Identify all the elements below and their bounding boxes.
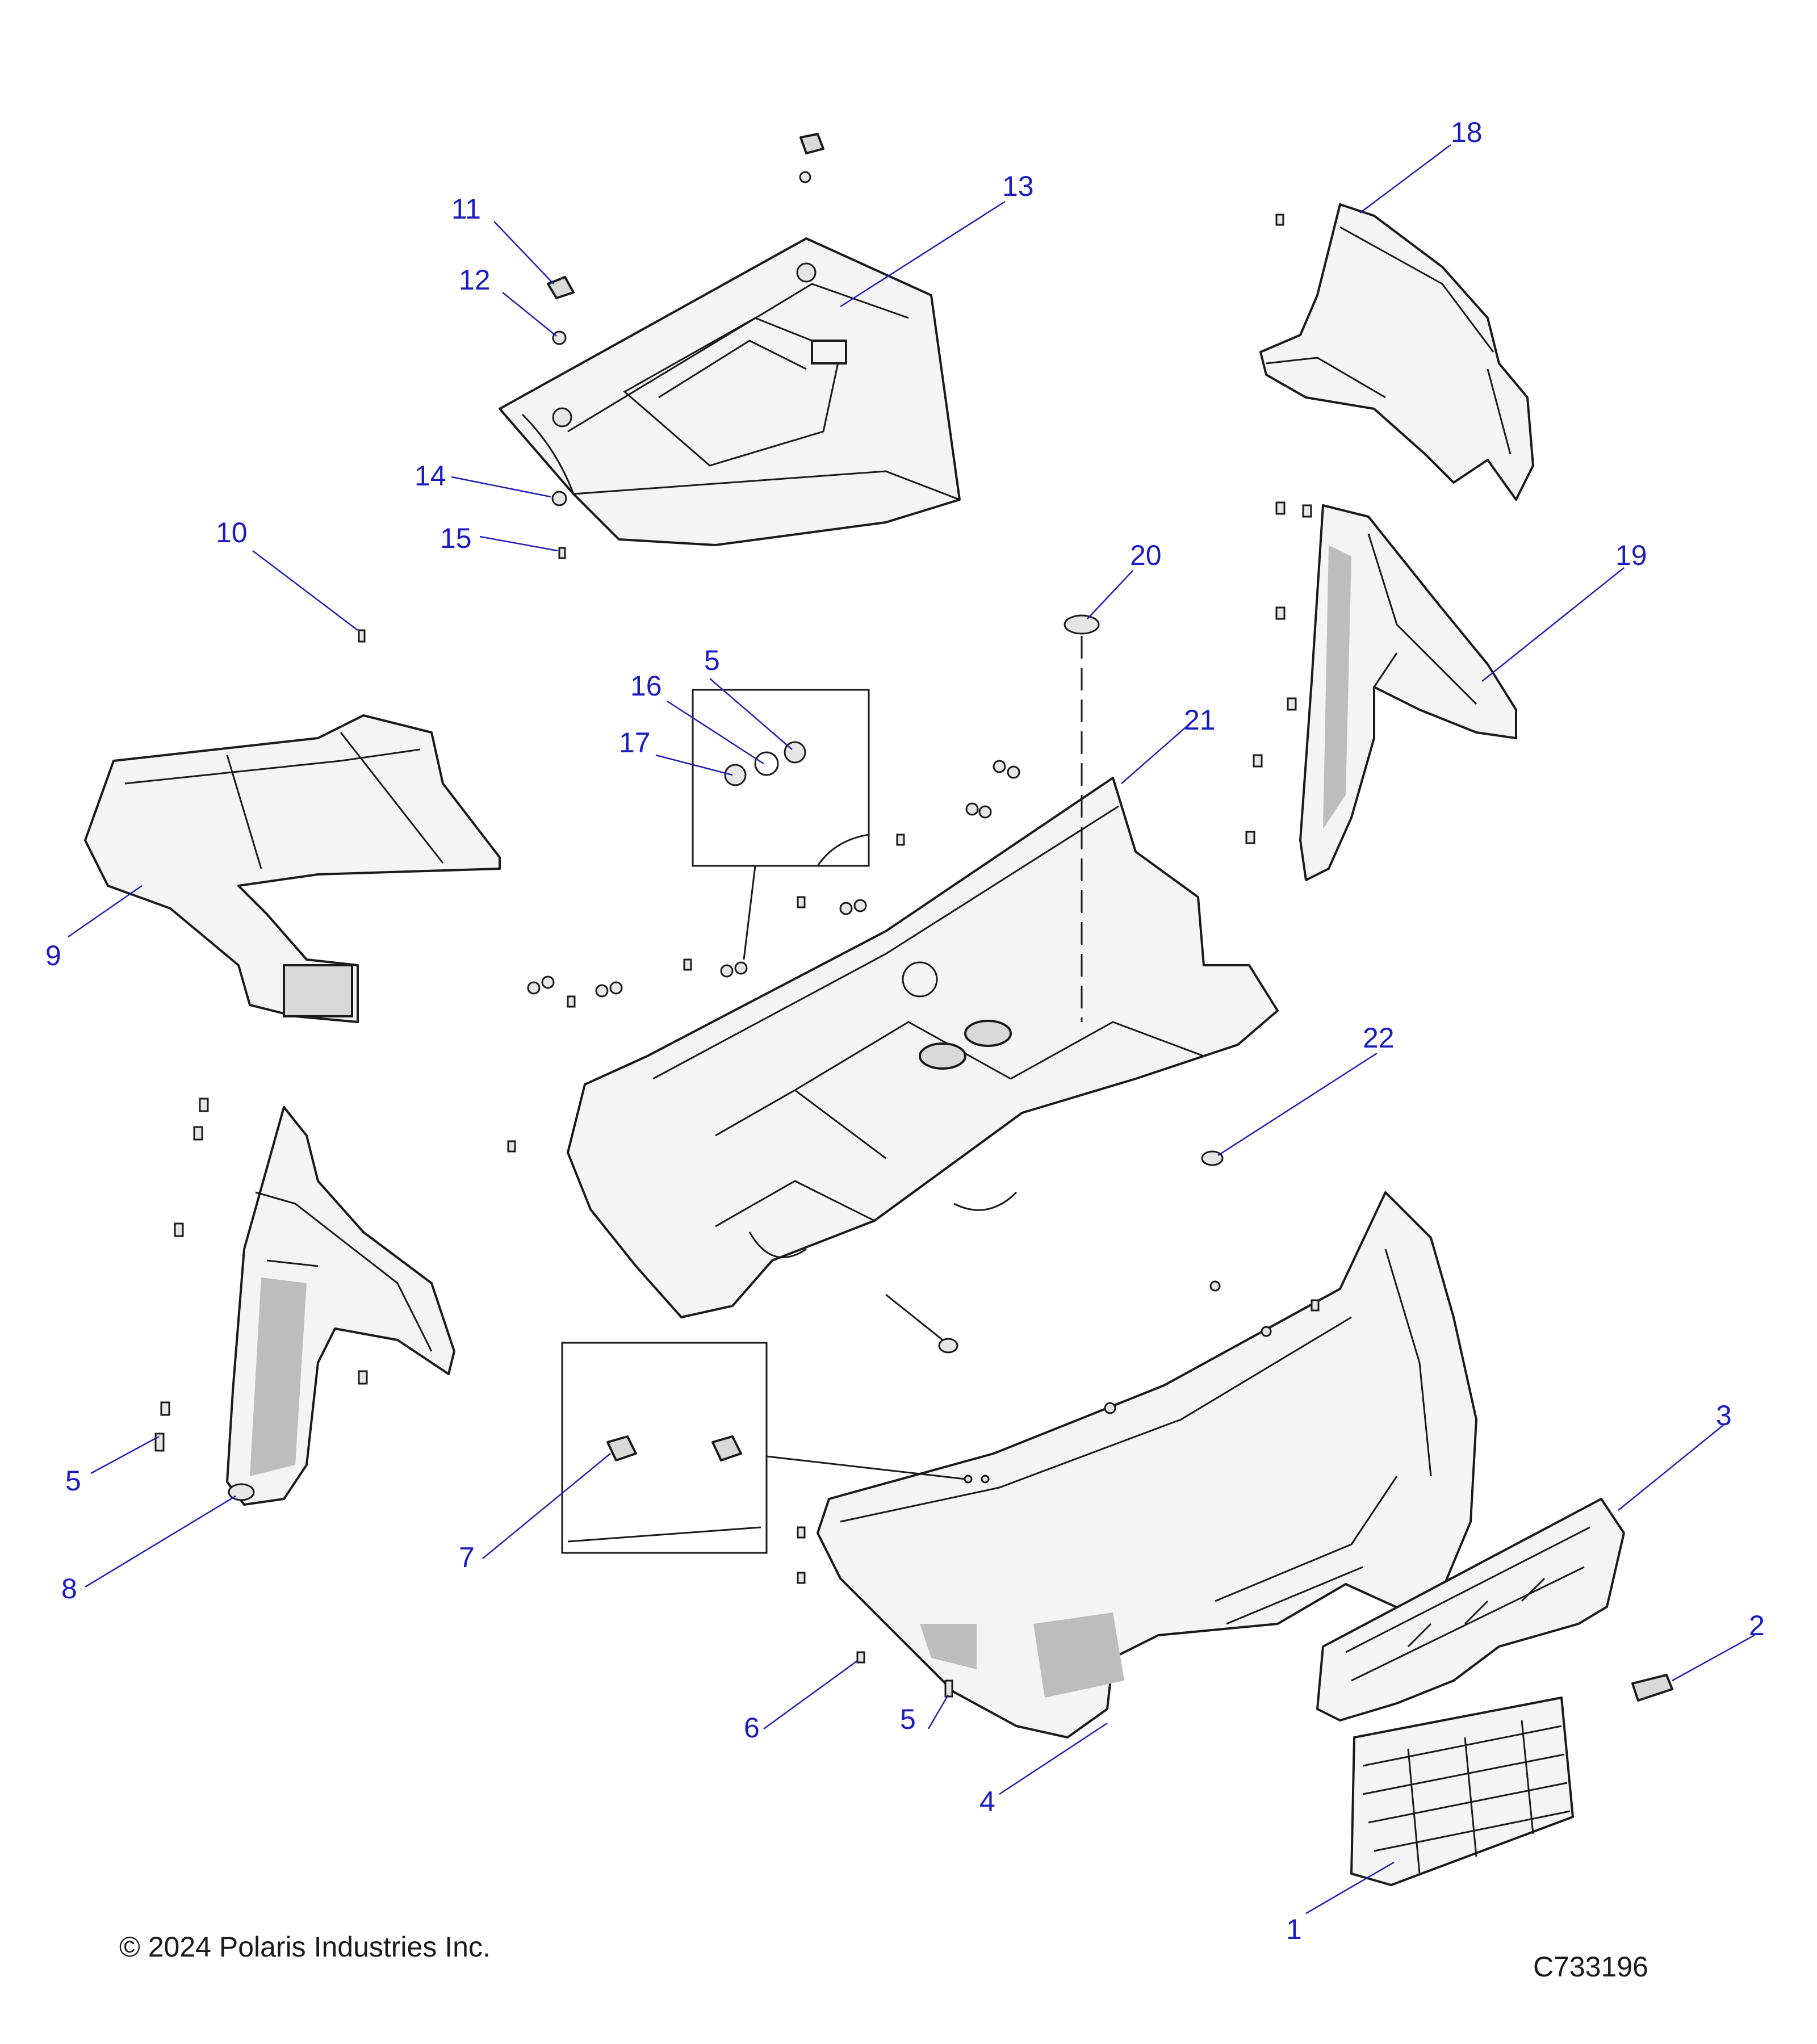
- copyright-notice: © 2024 Polaris Industries Inc.: [119, 1931, 491, 1963]
- fender-part-8: [226, 1106, 455, 1506]
- callout-21: 21: [1184, 704, 1216, 736]
- leader-15: [479, 535, 558, 552]
- plug-part-20: [1064, 614, 1100, 1022]
- callout-15: 15: [440, 522, 472, 554]
- hood-latch-part-11: [547, 276, 575, 299]
- fender-fasteners-right: [1245, 501, 1312, 844]
- callout-labels: 1 2 3 4 5 5 5 6 7 8 9 10 11 12 13 14 15 …: [45, 116, 1765, 1945]
- leader-16: [667, 700, 764, 765]
- leader-lines: [68, 144, 1755, 1915]
- hood-part-13: [499, 237, 961, 546]
- fender-fasteners-left: [154, 1098, 368, 1452]
- firewall-part-21: [567, 777, 1279, 1318]
- side-panel-part-9: [84, 714, 501, 1023]
- plug-under-firewall: [885, 1293, 958, 1354]
- callout-1: 1: [1286, 1913, 1302, 1945]
- callout-3: 3: [1716, 1400, 1732, 1431]
- leader-22: [1217, 1052, 1378, 1157]
- callout-9: 9: [45, 940, 61, 971]
- grommet-part-14: [551, 491, 567, 506]
- inset-box-clips: [561, 1342, 966, 1554]
- callout-2: 2: [1749, 1610, 1765, 1641]
- callout-12: 12: [459, 264, 491, 296]
- side-panel-part-18: [1259, 203, 1534, 501]
- leader-21: [1121, 723, 1190, 784]
- callout-14: 14: [415, 460, 446, 492]
- screw-part-15: [558, 547, 566, 559]
- callout-10: 10: [216, 517, 248, 548]
- leader-8: [85, 1495, 236, 1588]
- leader-18: [1359, 144, 1451, 213]
- leader-3: [1618, 1425, 1724, 1511]
- leader-6: [763, 1660, 858, 1730]
- callout-4: 4: [979, 1786, 995, 1817]
- leader-1: [1305, 1861, 1395, 1915]
- leader-9: [68, 885, 143, 938]
- leader-17: [655, 754, 733, 776]
- callout-18: 18: [1451, 116, 1483, 148]
- washer-part-12: [552, 330, 567, 345]
- callout-19: 19: [1615, 539, 1647, 571]
- bumper-fasteners: [797, 1280, 1320, 1698]
- leader-11: [493, 221, 554, 284]
- callout-6: 6: [744, 1712, 760, 1744]
- callout-5a: 5: [704, 644, 720, 676]
- callout-7: 7: [459, 1542, 475, 1573]
- callout-17: 17: [619, 727, 651, 759]
- inset-box-fasteners: [692, 689, 870, 960]
- grille-part-1: [1350, 1697, 1574, 1886]
- callout-13: 13: [1002, 170, 1034, 202]
- leader-5c: [927, 1694, 949, 1729]
- leader-5b: [90, 1435, 160, 1475]
- callout-8: 8: [61, 1573, 77, 1605]
- bumper-part-4: [817, 1191, 1477, 1739]
- leader-12: [502, 292, 557, 337]
- callout-11: 11: [451, 193, 481, 225]
- firewall-fasteners: [507, 760, 1020, 1153]
- fender-part-19: [1299, 504, 1517, 881]
- callout-20: 20: [1130, 539, 1162, 571]
- callout-5c: 5: [900, 1703, 916, 1735]
- leader-20: [1087, 570, 1133, 619]
- leader-14: [451, 476, 551, 498]
- leader-10: [252, 550, 358, 631]
- drawing-number: C733196: [1533, 1951, 1648, 1983]
- hood-top-stud: [799, 133, 824, 183]
- leader-4: [999, 1722, 1108, 1795]
- grille-surround-part-3: [1316, 1498, 1625, 1722]
- plug-part-22: [1201, 1150, 1224, 1166]
- callout-5b: 5: [65, 1465, 81, 1497]
- callout-22: 22: [1363, 1022, 1395, 1054]
- leader-13: [840, 200, 1006, 308]
- leader-7: [482, 1453, 611, 1559]
- leader-2: [1672, 1634, 1755, 1682]
- clip-part-2: [1631, 1674, 1673, 1702]
- leader-19: [1481, 567, 1625, 682]
- leader-5a: [709, 678, 793, 750]
- callout-16: 16: [630, 670, 662, 702]
- screw-part-10: [358, 629, 366, 643]
